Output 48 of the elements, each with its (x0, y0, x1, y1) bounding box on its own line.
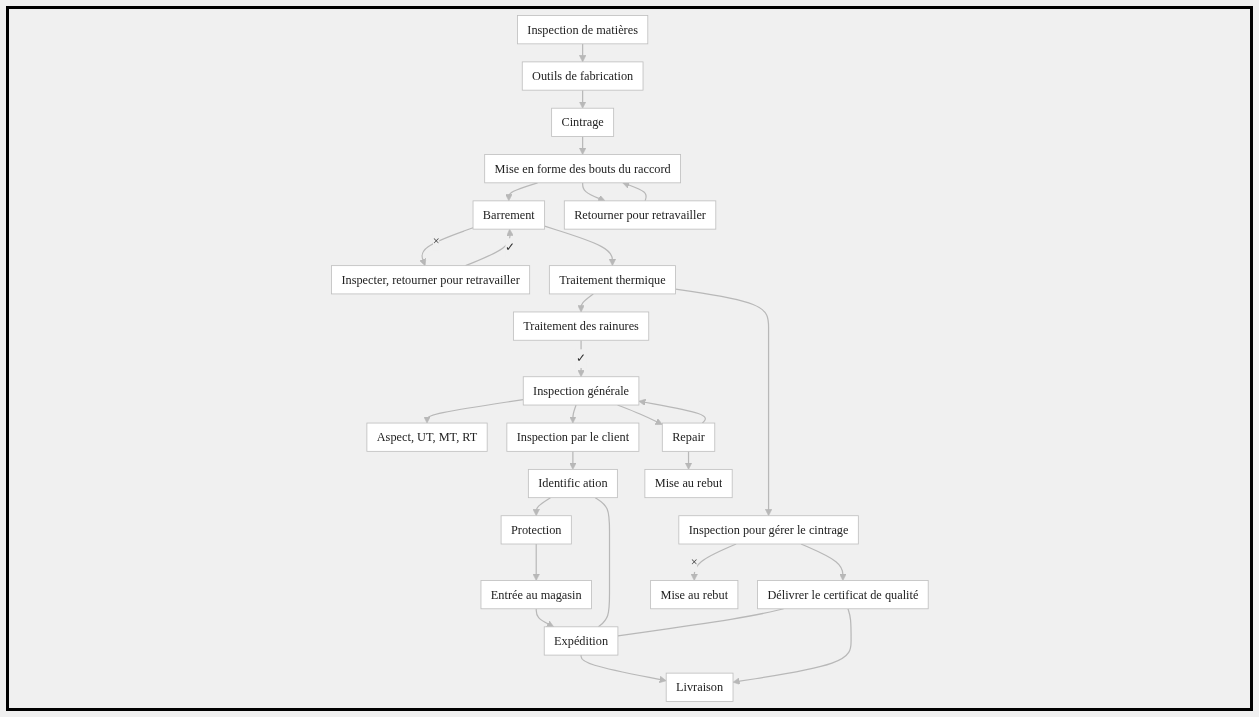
node-box: Traitement des rainures (512, 311, 649, 341)
edge-label: ✓ (575, 351, 587, 365)
arrow (577, 339, 585, 378)
arrow (622, 181, 647, 202)
arrow (581, 182, 605, 202)
node-box: Inspection générale (522, 376, 639, 406)
node-box: Traitement thermique (548, 265, 676, 295)
node-box: Mise en forme des bouts du raccord (483, 154, 681, 184)
arrow (578, 43, 586, 63)
node-box: Livraison (665, 672, 734, 702)
arrow (532, 543, 540, 581)
arrow (423, 398, 524, 424)
connector (594, 497, 610, 628)
node-box: Aspect, UT, MT, RT (366, 422, 488, 452)
arrow (674, 288, 772, 517)
edge-label: × (690, 555, 698, 569)
node-box: Retourner pour retravailler (563, 200, 716, 230)
node-box: Repair (661, 422, 715, 452)
arrow (578, 89, 586, 109)
arrow (532, 497, 551, 517)
arrow (504, 182, 538, 202)
arrow (568, 404, 577, 424)
node-box: Identific ation (527, 468, 618, 499)
node-box: Délivrer le certificat de qualité (756, 580, 929, 610)
arrow (638, 398, 706, 424)
node-box: Entrée au magasin (480, 580, 592, 610)
arrow (418, 227, 474, 266)
arrow (580, 654, 667, 684)
arrow (543, 225, 616, 266)
node-box: Inspection de matières (516, 15, 648, 45)
arrow (684, 450, 692, 470)
arrow (578, 135, 586, 155)
node-box: Mise au rebut (649, 580, 738, 610)
node-box: Barrement (472, 200, 545, 230)
node-box: Inspecter, retourner pour retravailler (330, 265, 530, 295)
node-box: Outils de fabrication (521, 61, 644, 91)
edge-label: × (432, 234, 440, 248)
node-box: Protection (500, 515, 572, 545)
edge-label: ✓ (504, 240, 516, 254)
arrow (577, 293, 594, 313)
node-box: Inspection pour gérer le cintrage (678, 515, 859, 545)
arrow (535, 608, 554, 628)
arrow (568, 450, 577, 470)
node-box: Inspection par le client (506, 422, 639, 452)
node-box: Expédition (543, 626, 618, 656)
node-box: Cintrage (550, 107, 614, 137)
arrow (732, 608, 852, 685)
node-box: Mise au rebut (644, 468, 733, 499)
